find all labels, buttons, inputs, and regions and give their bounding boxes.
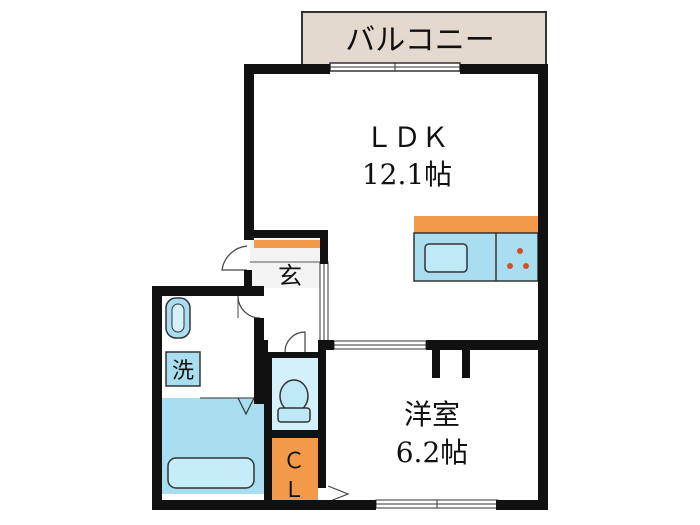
entrance: 玄 (221, 236, 322, 290)
bedroom-window (375, 499, 499, 509)
entrance-label: 玄 (278, 262, 302, 290)
walls (152, 64, 548, 510)
closet: Ｃ Ｌ (270, 438, 350, 504)
washer-icon (165, 351, 201, 387)
entrance-door-swing (221, 245, 248, 271)
corridor-sliding-door (319, 261, 329, 345)
bedroom-label: 洋室 (404, 398, 460, 431)
toilet-tank-icon (277, 407, 311, 423)
kitchen-counter (413, 216, 539, 282)
closet-door-mark (327, 485, 350, 503)
stove-icon (507, 248, 529, 269)
sink-icon (424, 243, 468, 273)
washer-label: 洗 (172, 359, 194, 384)
ldk-size-label: 12.1帖 (362, 158, 452, 191)
closet-area (270, 438, 318, 504)
bathroom (160, 397, 266, 494)
closet-label-line2: Ｌ (283, 478, 305, 503)
bathroom-door-mark (237, 397, 255, 416)
toilet (270, 331, 318, 432)
shoe-box (254, 240, 320, 248)
washroom: 洗 (160, 295, 261, 395)
balcony-window (329, 62, 461, 72)
balcony-label: バルコニー (345, 23, 494, 58)
bedroom-size-label: 6.2帖 (396, 436, 469, 469)
ldk-label: ＬＤＫ (365, 121, 449, 154)
bathtub-icon (167, 457, 255, 489)
closet-label-line1: Ｃ (283, 449, 305, 474)
balcony: バルコニー (301, 11, 547, 67)
balcony-area (301, 11, 547, 67)
toilet-door-swing (284, 331, 306, 353)
toilet-bowl-icon (279, 379, 309, 413)
bedroom-sliding-door (333, 340, 427, 350)
counter-top (414, 216, 538, 233)
